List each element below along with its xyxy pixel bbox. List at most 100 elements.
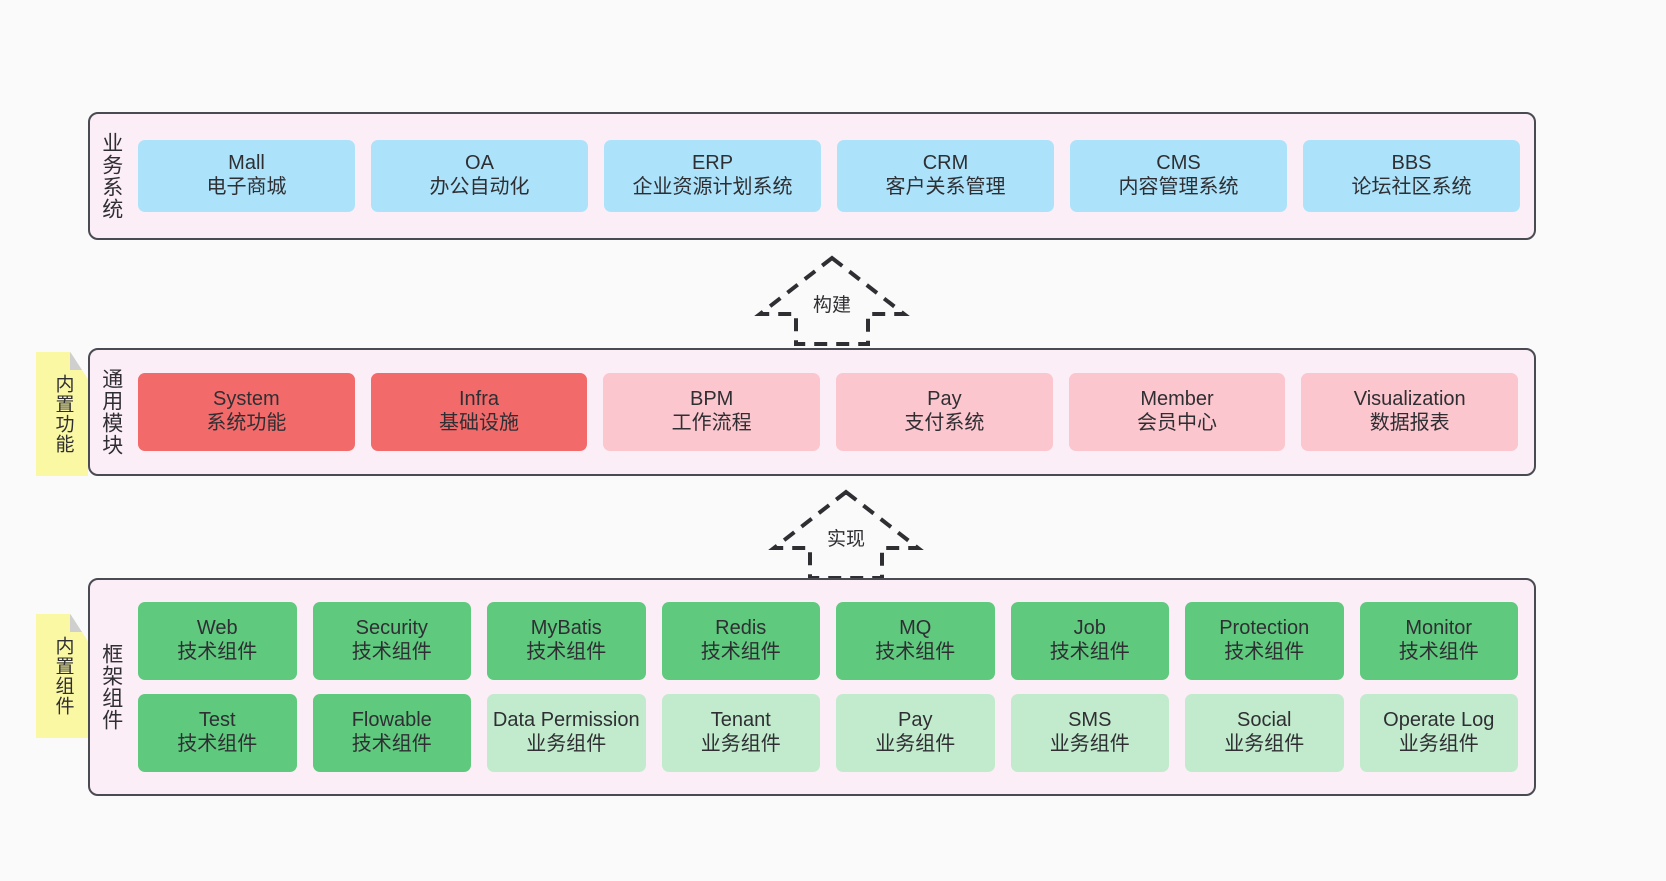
layer-body-framework: Web 技术组件 Security 技术组件 MyBatis 技术组件 Redi… (132, 580, 1534, 794)
card-desc: 业务组件 (700, 733, 781, 755)
card-desc: 技术组件 (177, 733, 258, 755)
card-name: Visualization (1353, 388, 1466, 411)
card-erp[interactable]: ERP 企业资源计划系统 (604, 140, 821, 212)
card-name: SMS (1068, 709, 1112, 732)
card-desc: 技术组件 (1049, 641, 1130, 663)
card-mq[interactable]: MQ 技术组件 (836, 602, 995, 680)
card-redis[interactable]: Redis 技术组件 (661, 602, 820, 680)
card-desc: 技术组件 (1224, 641, 1305, 663)
card-name: Job (1073, 617, 1106, 640)
card-name: Mall (228, 152, 265, 175)
connector-build-label: 构建 (812, 290, 853, 317)
card-desc: 内容管理系统 (1118, 176, 1239, 198)
card-name: BBS (1391, 152, 1432, 175)
card-data-permission[interactable]: Data Permission 业务组件 (487, 694, 646, 772)
card-name: Pay (898, 709, 933, 732)
card-job[interactable]: Job 技术组件 (1010, 602, 1169, 680)
card-desc: 支付系统 (904, 412, 985, 434)
card-name: CMS (1156, 152, 1201, 175)
layer-title-business: 业务系统 (99, 132, 123, 220)
card-member[interactable]: Member 会员中心 (1068, 373, 1286, 451)
card-desc: 业务组件 (1398, 733, 1479, 755)
card-name: MQ (899, 617, 932, 640)
card-name: Web (196, 617, 238, 640)
card-pay[interactable]: Pay 支付系统 (836, 373, 1053, 451)
card-web[interactable]: Web 技术组件 (138, 602, 297, 680)
card-mybatis[interactable]: MyBatis 技术组件 (487, 602, 646, 680)
card-desc: 办公自动化 (429, 176, 530, 198)
card-row: Mall 电子商城 OA 办公自动化 ERP 企业资源计划系统 CRM 客户关系… (138, 140, 1520, 212)
card-desc: 数据报表 (1369, 412, 1450, 434)
fold-corner-icon (70, 614, 88, 632)
card-name: Tenant (710, 709, 771, 732)
card-desc: 业务组件 (526, 733, 607, 755)
card-desc: 系统功能 (206, 412, 287, 434)
card-desc: 技术组件 (700, 641, 781, 663)
card-name: Monitor (1405, 617, 1473, 640)
card-flowable[interactable]: Flowable 技术组件 (312, 694, 471, 772)
card-crm[interactable]: CRM 客户关系管理 (837, 140, 1054, 212)
card-row: Test 技术组件 Flowable 技术组件 Data Permission … (138, 694, 1518, 772)
card-name: ERP (691, 152, 734, 175)
layer-title-framework: 框架组件 (99, 643, 123, 731)
card-name: Flowable (351, 709, 432, 732)
sticky-note-label: 内置组件 (52, 636, 74, 716)
fold-corner-icon (70, 352, 88, 370)
sticky-note-builtin-component: 内置组件 (36, 614, 88, 738)
card-monitor[interactable]: Monitor 技术组件 (1359, 602, 1518, 680)
card-system[interactable]: System 系统功能 (138, 373, 355, 451)
card-test[interactable]: Test 技术组件 (138, 694, 297, 772)
card-desc: 基础设施 (439, 412, 519, 434)
layer-title-common: 通用模块 (99, 368, 123, 456)
card-desc: 会员中心 (1137, 412, 1218, 434)
card-protection[interactable]: Protection 技术组件 (1185, 602, 1344, 680)
card-desc: 技术组件 (351, 733, 432, 755)
layer-common-module: 通用模块 System 系统功能 Infra 基础设施 BPM 工作流程 Pay… (88, 348, 1536, 476)
card-oa[interactable]: OA 办公自动化 (371, 140, 588, 212)
card-name: CRM (922, 152, 969, 175)
card-social[interactable]: Social 业务组件 (1185, 694, 1344, 772)
card-desc: 业务组件 (1224, 733, 1305, 755)
card-name: Protection (1219, 617, 1310, 640)
card-desc: 业务组件 (1049, 733, 1130, 755)
card-name: MyBatis (530, 617, 602, 640)
card-name: BPM (690, 388, 734, 411)
card-tenant[interactable]: Tenant 业务组件 (661, 694, 820, 772)
card-row: System 系统功能 Infra 基础设施 BPM 工作流程 Pay 支付系统… (138, 373, 1519, 451)
card-desc: 技术组件 (177, 641, 258, 663)
card-name: Social (1237, 709, 1292, 732)
card-name: Security (355, 617, 428, 640)
card-row: Web 技术组件 Security 技术组件 MyBatis 技术组件 Redi… (138, 602, 1518, 680)
card-desc: 技术组件 (875, 641, 956, 663)
sticky-note-label: 内置功能 (52, 374, 74, 454)
card-mall[interactable]: Mall 电子商城 (138, 140, 355, 212)
layer-body-common: System 系统功能 Infra 基础设施 BPM 工作流程 Pay 支付系统… (132, 350, 1534, 474)
card-sms[interactable]: SMS 业务组件 (1010, 694, 1169, 772)
card-bbs[interactable]: BBS 论坛社区系统 (1303, 140, 1520, 212)
card-desc: 技术组件 (351, 641, 432, 663)
layer-business-system: 业务系统 Mall 电子商城 OA 办公自动化 ERP 企业资源计划系统 CRM… (88, 112, 1536, 240)
card-pay-business[interactable]: Pay 业务组件 (836, 694, 995, 772)
card-name: Test (198, 709, 236, 732)
card-name: Data Permission (492, 709, 640, 732)
card-name: System (212, 388, 280, 411)
card-security[interactable]: Security 技术组件 (312, 602, 471, 680)
card-infra[interactable]: Infra 基础设施 (370, 373, 588, 451)
card-name: Redis (715, 617, 767, 640)
card-name: Pay (927, 388, 962, 411)
card-name: Member (1140, 388, 1214, 411)
card-operate-log[interactable]: Operate Log 业务组件 (1359, 694, 1518, 772)
card-visualization[interactable]: Visualization 数据报表 (1301, 373, 1519, 451)
card-desc: 论坛社区系统 (1351, 176, 1472, 198)
card-cms[interactable]: CMS 内容管理系统 (1070, 140, 1287, 212)
card-desc: 技术组件 (1398, 641, 1479, 663)
card-desc: 客户关系管理 (885, 176, 1006, 198)
card-bpm[interactable]: BPM 工作流程 (603, 373, 821, 451)
layer-body-business: Mall 电子商城 OA 办公自动化 ERP 企业资源计划系统 CRM 客户关系… (132, 114, 1534, 238)
sticky-note-builtin-function: 内置功能 (36, 352, 88, 476)
card-desc: 业务组件 (875, 733, 956, 755)
card-desc: 企业资源计划系统 (632, 176, 793, 198)
connector-implement-label: 实现 (826, 524, 867, 551)
card-name: OA (465, 152, 494, 175)
card-name: Operate Log (1383, 709, 1495, 732)
